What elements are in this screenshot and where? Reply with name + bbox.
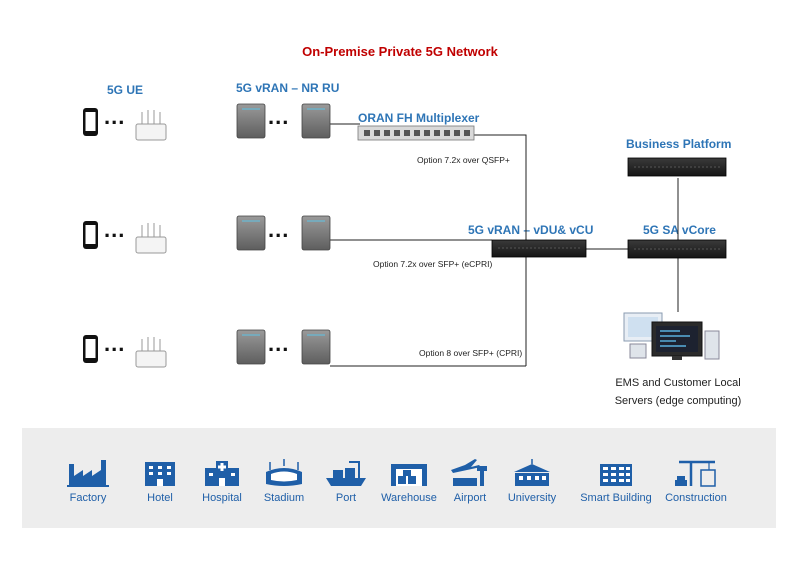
category-warehouse: Warehouse [371, 458, 447, 504]
hotel-icon [145, 462, 175, 486]
ems-label-line-2: Servers (edge computing) [614, 395, 742, 407]
ue-ellipsis-3: ... [104, 331, 126, 356]
category-university: University [494, 458, 570, 504]
network-diagram [83, 103, 727, 368]
category-label: Hospital [202, 492, 242, 504]
business-platform-header: Business Platform [626, 137, 732, 151]
category-stadium: Stadium [246, 458, 322, 504]
business-platform-server-icon [627, 157, 727, 177]
port-icon [326, 461, 366, 486]
ue-ellipsis-1: ... [104, 104, 126, 129]
category-hotel: Hotel [122, 458, 198, 504]
link-label-cpri: Option 8 over SFP+ (CPRI) [419, 348, 523, 358]
ru-header: 5G vRAN – NR RU [236, 81, 340, 95]
category-factory: Factory [50, 458, 126, 504]
category-airport: Airport [432, 458, 508, 504]
router-icon [135, 110, 167, 368]
category-construction: Construction [658, 458, 734, 504]
link-label-qsfp: Option 7.2x over QSFP+ [417, 155, 510, 165]
ue-ellipsis-2: ... [104, 217, 126, 242]
stadium-icon [266, 459, 302, 486]
fh-multiplexer-icon [357, 125, 475, 141]
category-label: University [507, 492, 557, 504]
category-port: Port [308, 458, 384, 504]
category-smart-building: Smart Building [570, 458, 662, 504]
category-label: Port [335, 492, 357, 504]
university-icon [514, 459, 550, 486]
category-label: Factory [69, 492, 107, 504]
airport-icon [451, 459, 487, 486]
du-cu-server-icon [491, 239, 587, 258]
ru-ellipsis-2: ... [268, 217, 290, 242]
category-label: Warehouse [381, 492, 437, 504]
link-label-ecpri: Option 7.2x over SFP+ (eCPRI) [373, 259, 493, 269]
connection-lines [330, 123, 679, 367]
warehouse-icon [391, 464, 427, 486]
category-label: Smart Building [580, 492, 652, 504]
vertical-markets-banner: Factory Hotel Hospital Stadium [22, 428, 776, 528]
fh-mux-header: ORAN FH Multiplexer [358, 111, 480, 125]
ru-ellipsis-1: ... [268, 104, 290, 129]
category-label: Hotel [147, 492, 173, 504]
ru-ellipsis-3: ... [268, 331, 290, 356]
construction-icon [675, 460, 716, 487]
category-label: Stadium [263, 492, 305, 504]
category-hospital: Hospital [184, 458, 260, 504]
core-server-icon [627, 239, 727, 259]
factory-icon [67, 460, 109, 487]
smart-building-icon [600, 464, 632, 486]
ue-header: 5G UE [107, 83, 144, 97]
phone-icon [83, 108, 98, 363]
ems-label: EMS and Customer Local Servers (edge com… [600, 374, 756, 410]
hospital-icon [205, 461, 239, 486]
ems-label-line-1: EMS and Customer Local [615, 377, 741, 389]
ems-computers-icon [623, 312, 720, 360]
core-header: 5G SA vCore [643, 223, 716, 237]
radio-unit-icon [236, 103, 331, 365]
category-label: Airport [453, 492, 487, 504]
diagram-title: On-Premise Private 5G Network [302, 44, 498, 59]
du-cu-header: 5G vRAN – vDU& vCU [468, 223, 594, 237]
category-label: Construction [665, 492, 727, 504]
